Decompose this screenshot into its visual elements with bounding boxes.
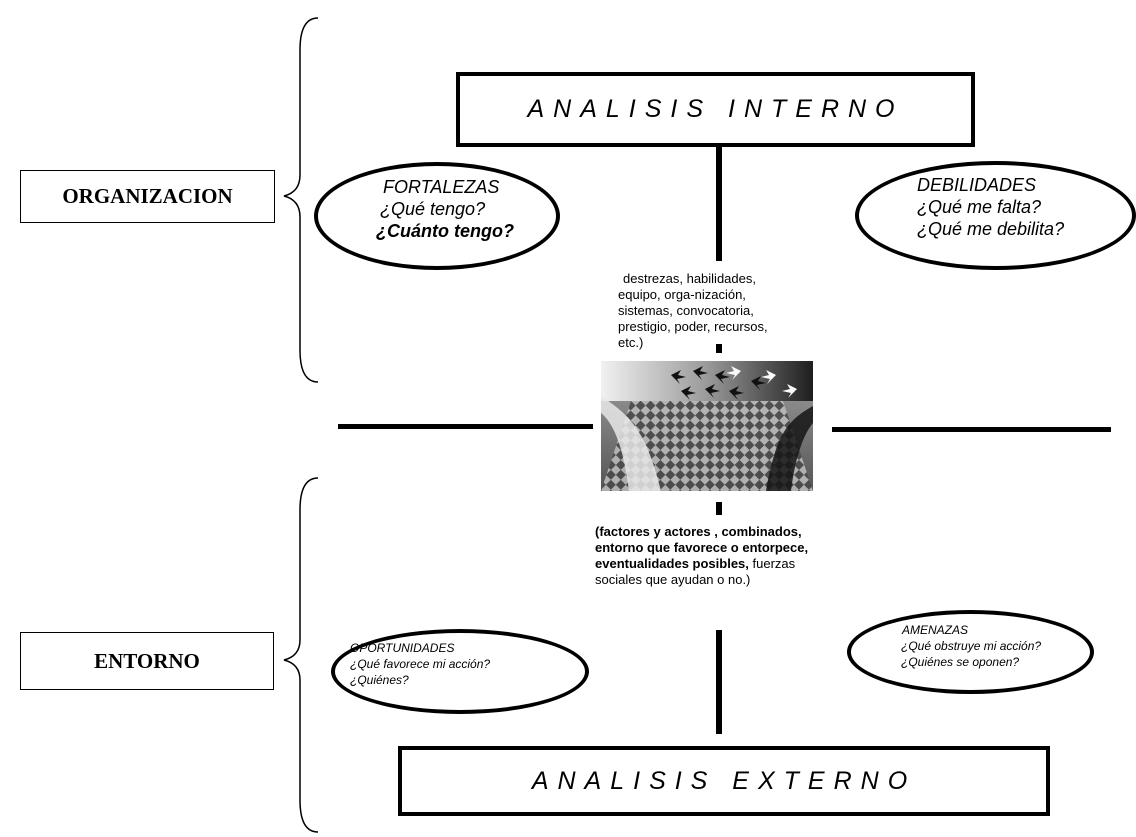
horizontal-divider-right xyxy=(832,427,1111,432)
strengths-question-1: ¿Qué tengo? xyxy=(380,199,486,219)
weaknesses-title: DEBILIDADES xyxy=(917,175,1037,195)
threats-question-1: ¿Qué obstruye mi acción? xyxy=(901,639,1042,653)
internal-note-line-5: etc.) xyxy=(618,335,644,350)
organization-label: ORGANIZACION xyxy=(20,170,275,223)
organization-brace xyxy=(283,17,319,383)
weaknesses-ellipse xyxy=(855,161,1136,270)
internal-notes: destrezas, habilidades, equipo, orga-niz… xyxy=(618,271,818,351)
environment-brace xyxy=(283,477,319,833)
threats-title: AMENAZAS xyxy=(902,623,969,637)
external-analysis-title: ANALISIS EXTERNO xyxy=(531,766,917,795)
opportunities-question-1: ¿Qué favorece mi acción? xyxy=(350,657,491,671)
threats-question-2: ¿Quiénes se oponen? xyxy=(901,655,1020,669)
environment-label: ENTORNO xyxy=(20,632,274,690)
external-note-line-3-bold: eventualidades posibles, xyxy=(595,556,749,571)
weaknesses-question-1: ¿Qué me falta? xyxy=(917,197,1042,217)
internal-note-line-2: equipo, orga-nización, xyxy=(618,287,746,302)
external-vertical-line-bottom xyxy=(716,630,722,734)
internal-analysis-title: ANALISIS INTERNO xyxy=(527,95,904,123)
internal-vertical-line-bottom xyxy=(716,344,722,353)
opportunities-ellipse xyxy=(331,629,589,714)
opportunities-question-2: ¿Quiénes? xyxy=(350,673,409,687)
external-note-line-3-rest: fuerzas xyxy=(748,556,796,571)
opportunities-title: OPORTUNIDADES xyxy=(350,641,455,655)
external-note-line-3: eventualidades posibles, fuerzas xyxy=(595,556,895,572)
external-note-line-2: entorno que favorece o entorpece, xyxy=(595,540,809,555)
horizontal-divider-left xyxy=(338,424,593,429)
internal-note-line-4: prestigio, poder, recursos, xyxy=(618,319,768,334)
internal-note-line-3: sistemas, convocatoria, xyxy=(618,303,754,318)
internal-analysis-box: ANALISIS INTERNO xyxy=(456,72,975,147)
threats-ellipse xyxy=(847,610,1094,694)
center-illustration xyxy=(601,361,813,491)
internal-vertical-line-top xyxy=(716,147,722,261)
external-vertical-line-top xyxy=(716,502,722,515)
external-note-line-4: sociales que ayudan o no.) xyxy=(595,572,751,587)
external-note-line-1: (factores y actores , combinados, xyxy=(595,524,802,539)
weaknesses-question-2: ¿Qué me debilita? xyxy=(917,219,1065,239)
internal-note-line-1: destrezas, habilidades, xyxy=(623,271,756,286)
strengths-question-2: ¿Cuánto tengo? xyxy=(376,221,514,241)
strengths-title: FORTALEZAS xyxy=(383,177,500,197)
strengths-ellipse xyxy=(314,162,560,270)
external-notes: (factores y actores , combinados, entorn… xyxy=(595,524,895,588)
external-analysis-box: ANALISIS EXTERNO xyxy=(398,746,1050,816)
